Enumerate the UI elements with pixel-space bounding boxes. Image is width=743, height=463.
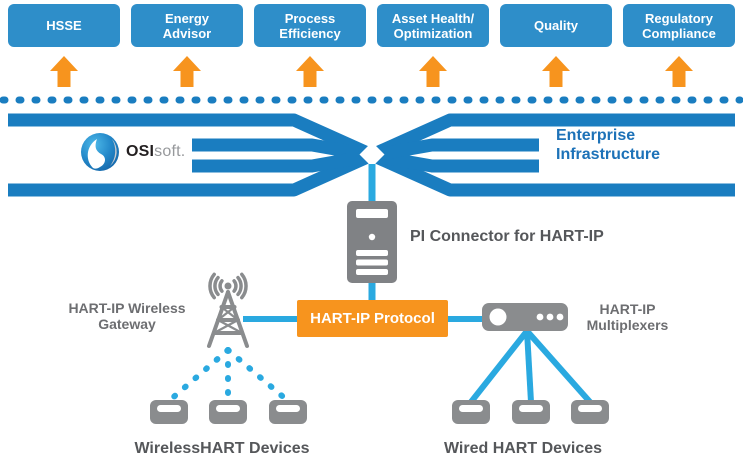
value-box-regulatory-compliance: Regulatory Compliance xyxy=(623,4,735,47)
wireless-links xyxy=(166,347,291,404)
field-device-icon xyxy=(571,400,609,424)
multiplexers-label: HART-IP Multiplexers xyxy=(586,301,669,333)
up-arrow-icon xyxy=(50,56,78,87)
wired-links xyxy=(468,329,593,404)
wired-devices-label: Wired HART Devices xyxy=(443,440,603,457)
up-arrow-icon xyxy=(665,56,693,87)
value-box-quality: Quality xyxy=(500,4,612,47)
wireless-antenna-icon xyxy=(207,272,249,348)
wireless-device-group xyxy=(150,400,307,424)
hart-ip-protocol-box: HART-IP Protocol xyxy=(297,300,448,337)
wireless-devices-label: WirelessHART Devices xyxy=(134,440,310,457)
field-device-icon xyxy=(452,400,490,424)
wireless-link xyxy=(166,347,231,404)
wireless-gateway-label: HART-IP Wireless Gateway xyxy=(68,300,186,332)
wired-device-group xyxy=(452,400,609,424)
value-box-process-efficiency: Process Efficiency xyxy=(254,4,366,47)
up-arrow-icon xyxy=(542,56,570,87)
enterprise-infrastructure-label: Enterprise Infrastructure xyxy=(556,127,661,163)
osisoft-wordmark: OSIsoft. xyxy=(126,143,185,161)
osisoft-logo-icon xyxy=(81,133,119,171)
wired-link xyxy=(524,330,534,403)
up-arrow-icon xyxy=(419,56,447,87)
field-device-icon xyxy=(150,400,188,424)
up-arrow-icon xyxy=(173,56,201,87)
field-device-icon xyxy=(269,400,307,424)
osisoft-wordmark-bold: OSI xyxy=(126,143,155,160)
value-box-energy-advisor: Energy Advisor xyxy=(131,4,243,47)
wired-link xyxy=(468,329,530,404)
up-arrows xyxy=(50,56,693,87)
wired-link xyxy=(524,329,593,404)
field-device-icon xyxy=(512,400,550,424)
value-box-asset-health: Asset Health/ Optimization xyxy=(377,4,489,47)
wireless-link xyxy=(225,347,291,404)
server-tower-icon xyxy=(347,201,397,283)
osisoft-wordmark-light: soft. xyxy=(154,143,186,160)
up-arrow-icon xyxy=(296,56,324,87)
multiplexer-icon xyxy=(482,303,568,331)
weave-center-diamond xyxy=(359,142,385,167)
pi-connector-label: PI Connector for HART-IP xyxy=(410,228,604,245)
value-box-hsse: HSSE xyxy=(8,4,120,47)
field-device-icon xyxy=(209,400,247,424)
